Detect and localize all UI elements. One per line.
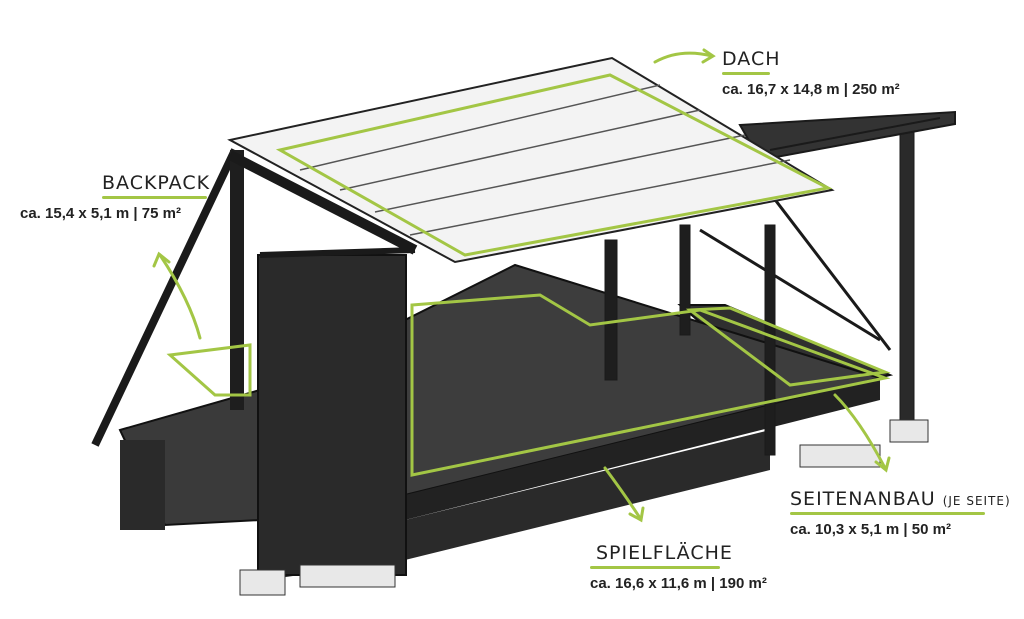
main-truss-frame bbox=[227, 150, 776, 456]
callout-seitenanbau-name: SEITENANBAU bbox=[790, 488, 936, 510]
callout-backpack-name: BACKPACK bbox=[102, 172, 211, 194]
arrow-spielflaeche bbox=[603, 466, 642, 520]
callout-seitenanbau-heading: SEITENANBAU (JE SEITE) bbox=[790, 488, 1011, 510]
arrow-dach bbox=[653, 51, 714, 64]
callout-spielflaeche-underline bbox=[590, 566, 720, 569]
outline-seitenanbau bbox=[685, 306, 891, 387]
callout-seitenanbau-underline bbox=[790, 512, 985, 515]
outline-backpack bbox=[166, 343, 252, 397]
callout-backpack-underline bbox=[102, 196, 207, 199]
callout-dach: DACH ca. 16,7 x 14,8 m | 250 m² bbox=[722, 48, 900, 98]
callout-spielflaeche-dims: ca. 16,6 x 11,6 m | 190 m² bbox=[590, 575, 767, 592]
outline-dach bbox=[275, 73, 833, 257]
callout-backpack-dims: ca. 15,4 x 5,1 m | 75 m² bbox=[20, 205, 181, 222]
roof bbox=[227, 56, 835, 264]
arrow-backpack bbox=[158, 253, 202, 340]
callout-seitenanbau: SEITENANBAU (JE SEITE) ca. 10,3 x 5,1 m … bbox=[790, 488, 1011, 538]
rear-wall bbox=[257, 254, 407, 576]
callout-backpack: BACKPACK ca. 15,4 x 5,1 m | 75 m² bbox=[20, 172, 210, 222]
callout-dach-underline bbox=[722, 72, 770, 75]
callout-seitenanbau-dims: ca. 10,3 x 5,1 m | 50 m² bbox=[790, 521, 951, 538]
area-outlines bbox=[166, 73, 891, 477]
callout-seitenanbau-note: (JE SEITE) bbox=[942, 494, 1011, 508]
callout-dach-name: DACH bbox=[722, 48, 781, 70]
callout-spielflaeche: SPIELFLÄCHE ca. 16,6 x 11,6 m | 190 m² bbox=[590, 542, 767, 592]
callout-spielflaeche-name: SPIELFLÄCHE bbox=[596, 542, 733, 564]
callout-dach-dims: ca. 16,7 x 14,8 m | 250 m² bbox=[722, 81, 900, 98]
callout-arrows bbox=[152, 48, 891, 523]
arrow-seitenanbau bbox=[833, 393, 887, 470]
